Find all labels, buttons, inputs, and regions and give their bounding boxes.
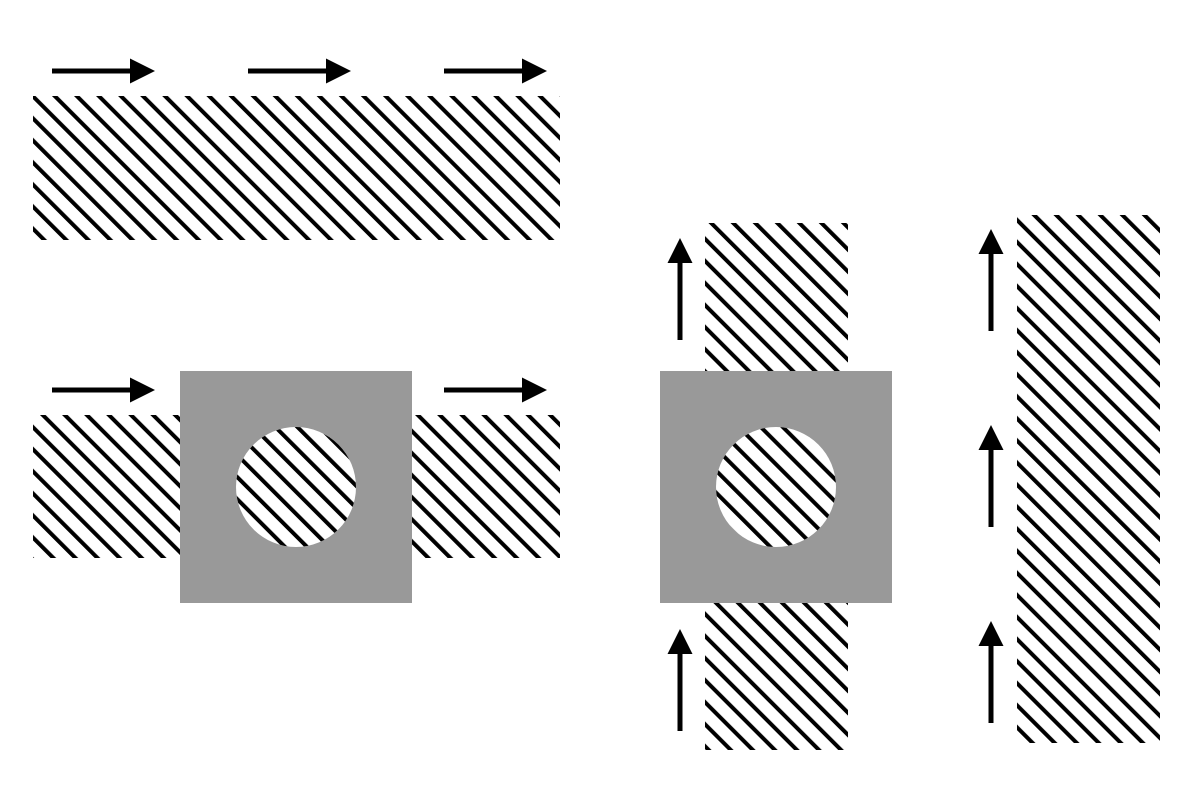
hatched-channel-right <box>412 415 560 558</box>
hatched-channel-left <box>33 415 180 558</box>
hatched-hole-fill <box>236 427 356 547</box>
panel-obstructed-flow-horizontal <box>33 371 560 603</box>
panel-free-flow-horizontal <box>33 58 560 240</box>
hatched-channel-top <box>705 223 848 371</box>
panel-free-flow-vertical <box>978 215 1160 743</box>
panel-obstructed-flow-vertical <box>660 223 892 750</box>
hatched-channel-bottom <box>705 603 848 750</box>
hatched-channel <box>33 96 560 240</box>
hatched-channel <box>1017 215 1160 743</box>
hatched-hole-fill <box>716 427 836 547</box>
